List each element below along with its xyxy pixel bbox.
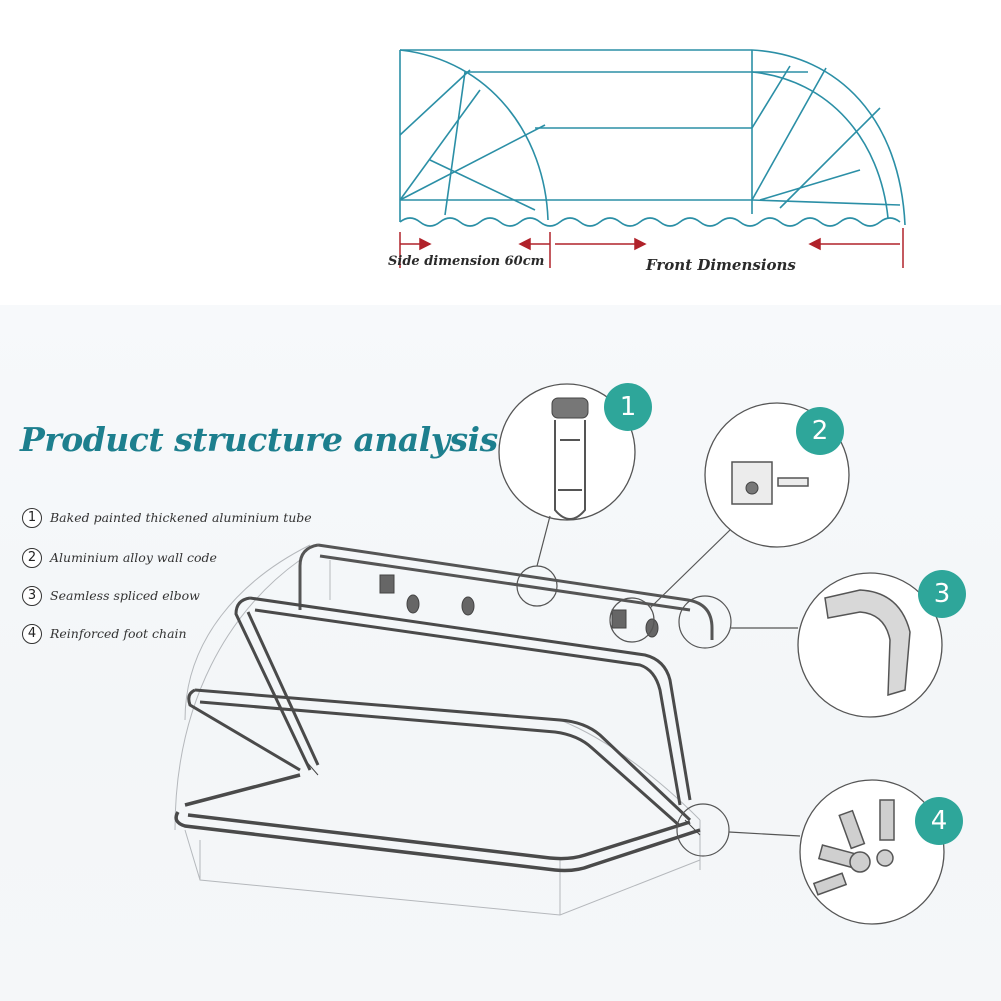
legend-text: Seamless spliced elbow xyxy=(50,588,200,603)
detail-badge-3: 3 xyxy=(918,570,966,618)
legend-number: 2 xyxy=(22,548,42,568)
legend-text: Baked painted thickened aluminium tube xyxy=(50,510,312,525)
front-dimension-label: Front Dimensions xyxy=(646,256,796,274)
legend-text: Aluminium alloy wall code xyxy=(50,550,217,565)
detail-badge-1: 1 xyxy=(604,383,652,431)
legend-number: 4 xyxy=(22,624,42,644)
side-dimension-label: Side dimension 60cm xyxy=(388,254,545,269)
detail-badge-4: 4 xyxy=(915,797,963,845)
legend-number: 1 xyxy=(22,508,42,528)
legend-number: 3 xyxy=(22,586,42,606)
page-title: Product structure analysis xyxy=(20,420,498,459)
detail-badge-2: 2 xyxy=(796,407,844,455)
legend-text: Reinforced foot chain xyxy=(50,626,187,641)
